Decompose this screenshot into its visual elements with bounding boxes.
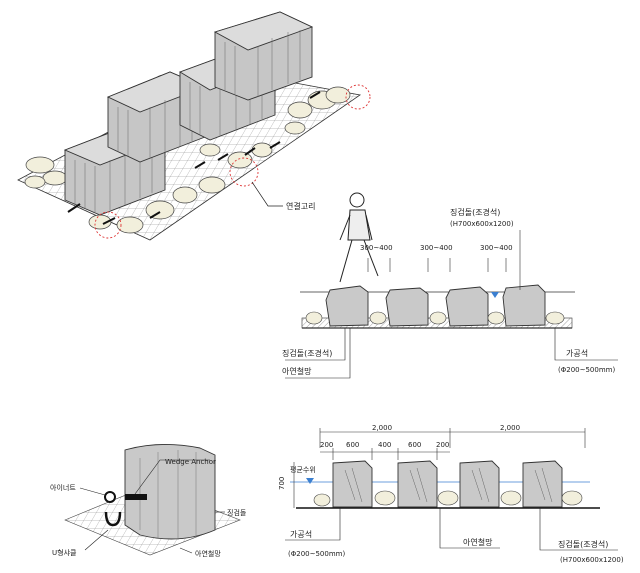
detail-label-stepping-stone: 징검돌 [227,508,247,517]
plan-dim-total-2: 2,000 [500,424,520,432]
plan-label-step: 징검돌(조경석) [558,539,608,549]
plan-water-level-label: 평균수위 [290,465,316,474]
plan-label-stone-size: (Φ200~500mm) [288,550,345,558]
detail-label-u-shackle: U형샤클 [52,548,77,557]
section-bottom-label-stone: 징검돌(조경석) [282,348,332,358]
plan-dim-total-1: 2,000 [372,424,392,432]
detail-stone-block [124,443,216,540]
section-leader-left-2 [285,328,351,379]
section-small-stones [305,311,565,325]
iso-callout-circle-2 [229,157,259,187]
iso-connectors [67,91,321,225]
iso-callout-label: 연결고리 [286,201,315,211]
iso-callout-circle-1 [94,211,122,239]
section-view: 300~400 300~400 300~400 징검돌(조경석) (H700x6… [282,192,618,379]
section-bottom-label-mesh: 아연철망 [282,366,312,376]
section-leader-left [285,328,346,361]
plan-dim-seg-2: 600 [346,441,359,449]
plan-label-mesh: 아연철망 [463,537,493,547]
plan-dim-seg-4: 600 [408,441,421,449]
plan-dim-seg-1: 200 [320,441,333,449]
u-shackle-icon [104,511,122,527]
section-bottom-label-size: (Φ200~500mm) [558,366,615,374]
plan-height-label: 700 [278,477,286,490]
eye-nut-icon [104,491,116,503]
detail-view: Wedge Anchor 아이너트 징검돌 U형샤클 아연철망 [50,443,247,558]
section-bottom-label-stone2: 가공석 [566,348,588,358]
plan-round-stones [313,490,583,507]
detail-label-wedge-anchor: Wedge Anchor [165,458,216,466]
plan-stones [332,460,563,508]
plan-water-level-icon [306,478,314,484]
detail-label-eye-nut: 아이너트 [50,483,76,492]
iso-view: 연결고리 [17,11,371,241]
plan-dim-seg-3: 400 [378,441,391,449]
section-gap-label-1: 300~400 [360,244,393,252]
walking-person-icon [339,192,379,283]
detail-label-zinc-mesh: 아연철망 [195,549,221,558]
wedge-anchor-icon [125,494,147,500]
section-gap-label-2: 300~400 [420,244,453,252]
section-dim-ticks [367,258,507,272]
section-stone-size: (H700x600x1200) [450,220,514,228]
iso-callout-leader [251,181,283,207]
section-stones [325,284,546,327]
plan-stone-hatch [344,467,553,503]
plan-dim-seg-5: 200 [436,441,449,449]
iso-callout-circle-3 [345,84,371,110]
plan-label-stone: 가공석 [290,529,312,539]
plan-section: 2,000 2,000 200 600 400 600 200 평균수위 700 [278,424,624,564]
section-gap-label-3: 300~400 [480,244,513,252]
section-stone-label: 징검돌(조경석) [450,207,500,217]
section-leader-right [554,328,618,361]
water-level-icon [491,292,499,298]
plan-label-step-size: (H700x600x1200) [560,556,624,564]
iso-stone-block-4 [213,11,314,101]
